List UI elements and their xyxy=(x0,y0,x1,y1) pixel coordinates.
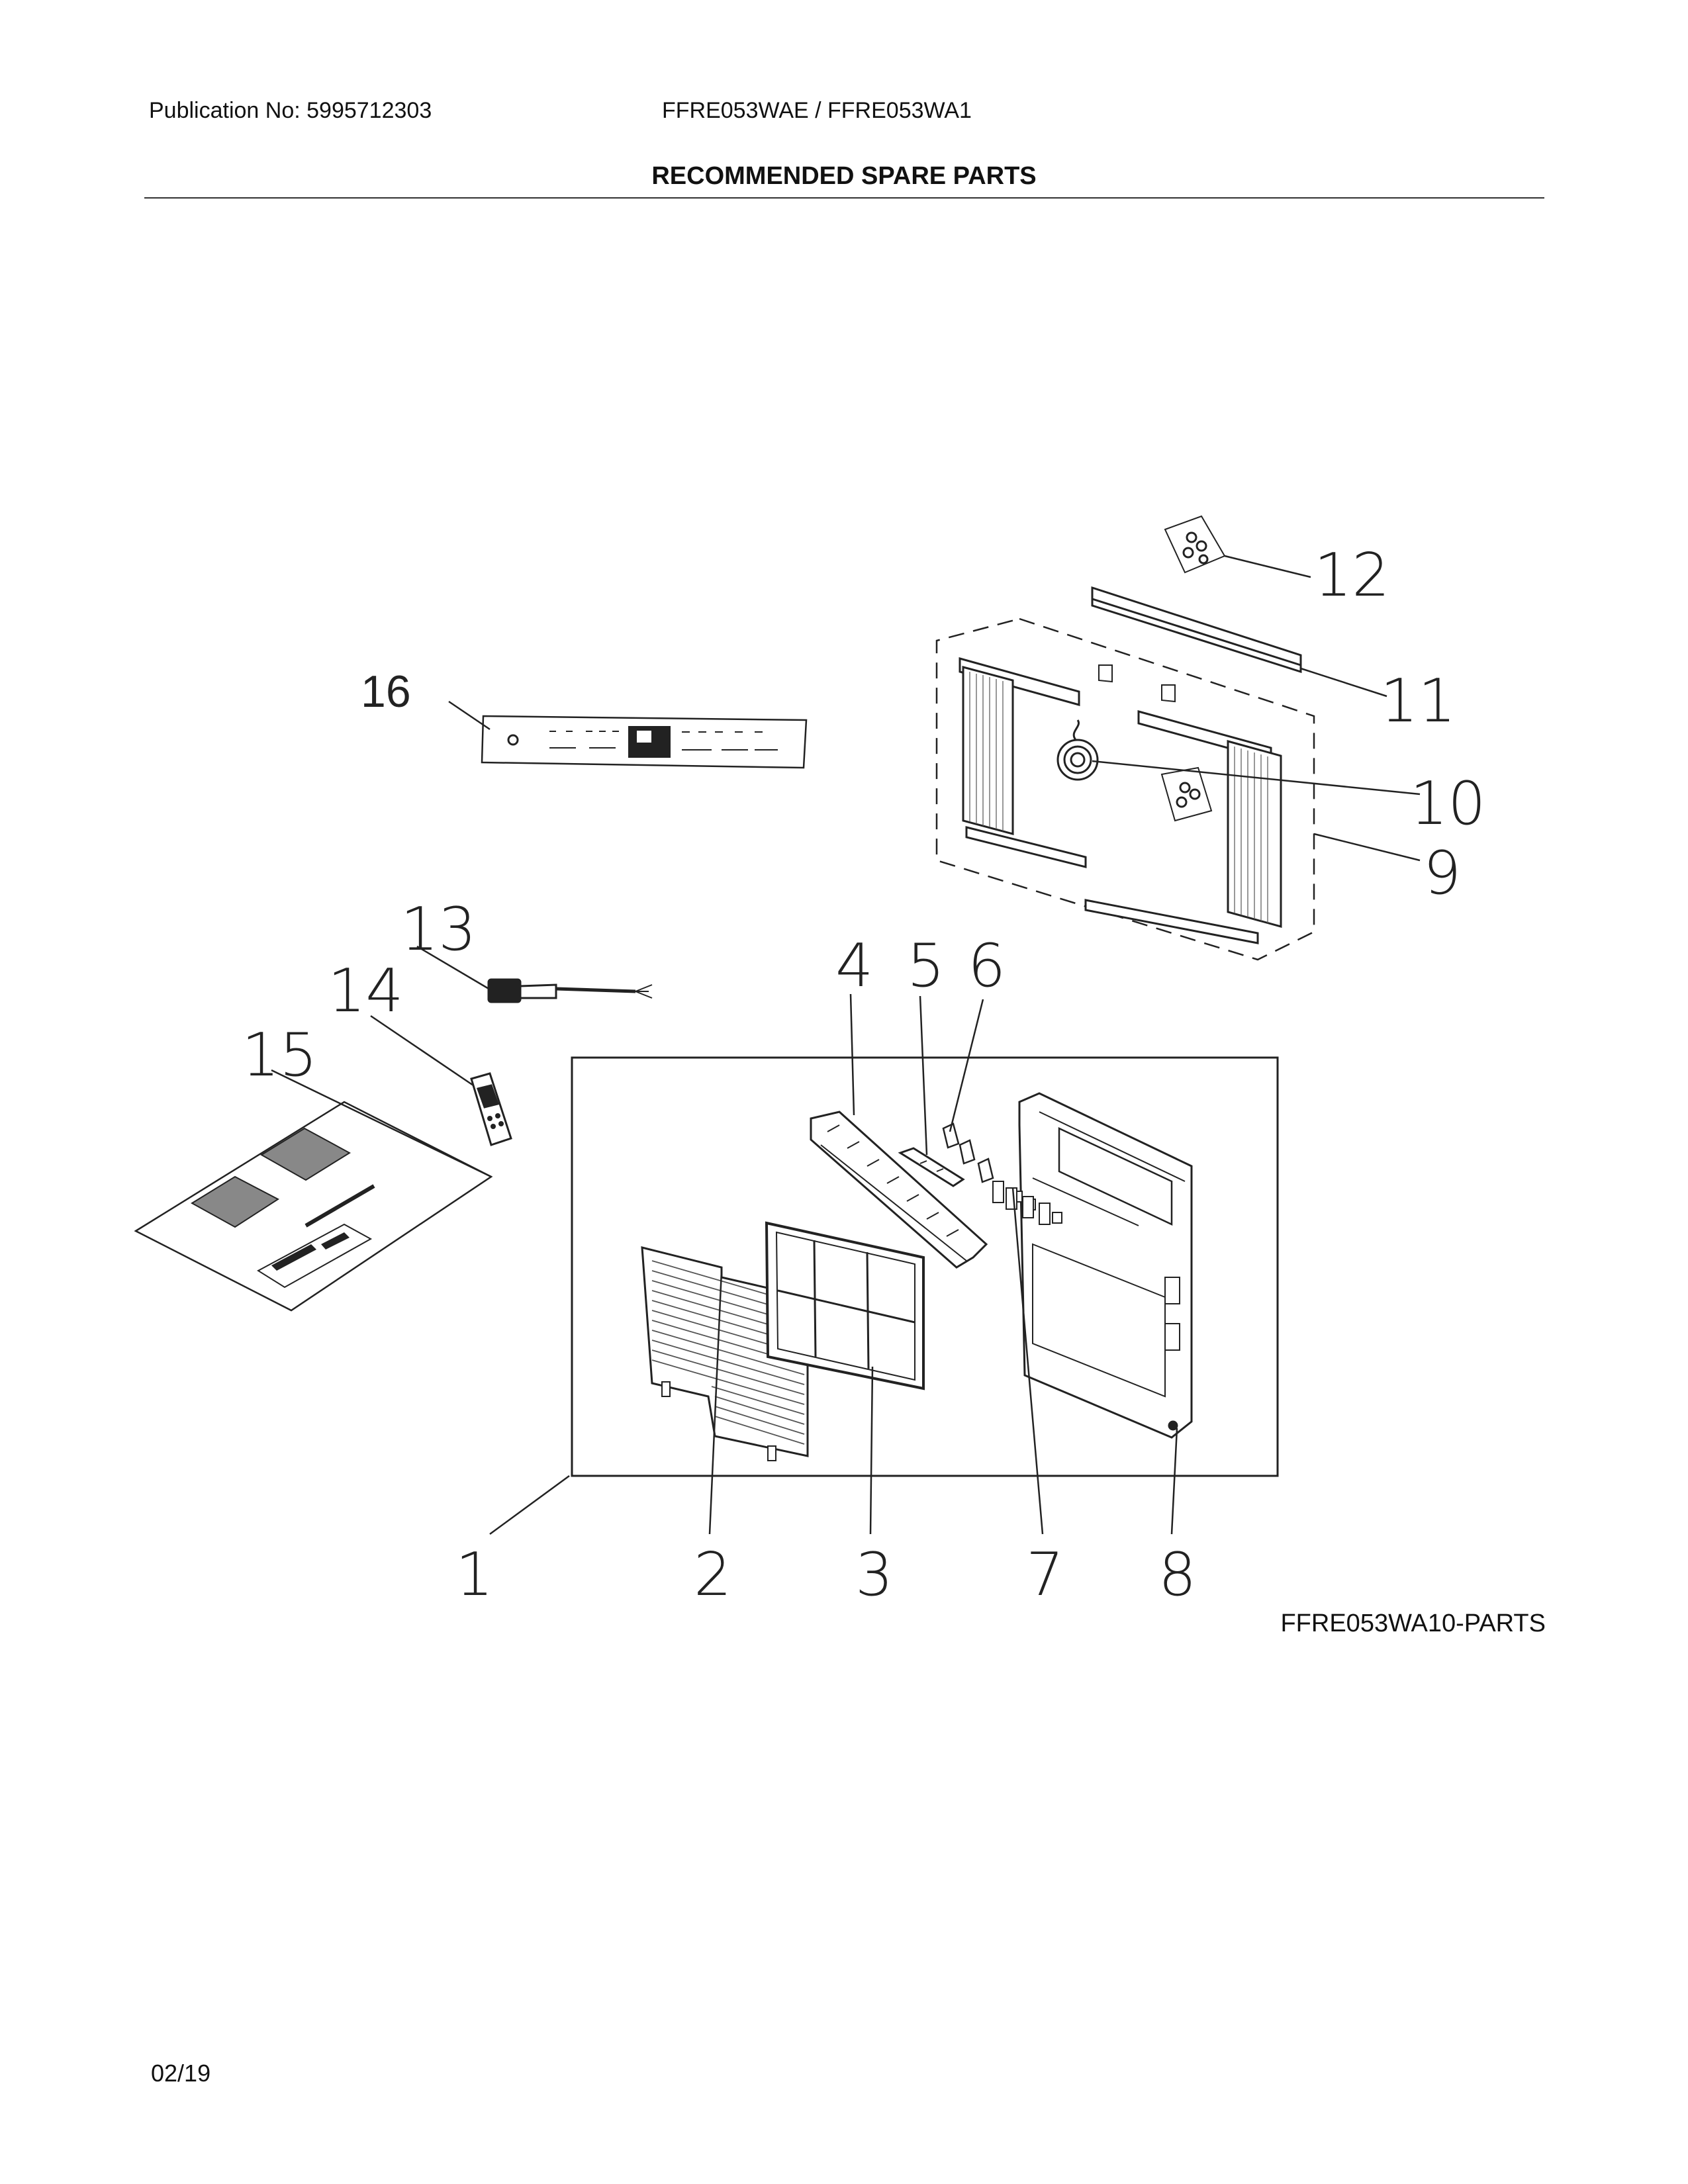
callout-12: 12 xyxy=(1314,541,1390,610)
hardware-bag-part xyxy=(1164,515,1226,574)
callout-1: 1 xyxy=(455,1540,493,1610)
callout-9: 9 xyxy=(1423,839,1461,908)
callout-8: 8 xyxy=(1158,1540,1196,1610)
callout-14: 14 xyxy=(328,956,404,1026)
callout-5: 5 xyxy=(907,931,945,1001)
window-frame-part xyxy=(935,617,1315,961)
model-numbers: FFRE053WAE / FFRE053WA1 xyxy=(662,98,972,123)
callout-2: 2 xyxy=(694,1540,731,1610)
power-cord-part xyxy=(487,978,653,1003)
remote-control-part xyxy=(470,1072,512,1146)
callout-7: 7 xyxy=(1026,1540,1064,1610)
callout-11: 11 xyxy=(1380,666,1456,736)
callout-13: 13 xyxy=(400,895,477,964)
page-title: RECOMMENDED SPARE PARTS xyxy=(651,162,1037,190)
front-panel-part xyxy=(992,1092,1193,1439)
publication-number: Publication No: 5995712303 xyxy=(149,98,432,123)
header-rule xyxy=(144,197,1544,199)
callout-16: 16 xyxy=(361,666,411,717)
bracket-part xyxy=(898,1147,965,1187)
foam-seal-part xyxy=(1056,719,1099,781)
callout-10: 10 xyxy=(1410,769,1486,839)
diagram-code: FFRE053WA10-PARTS xyxy=(1280,1610,1546,1637)
callout-6: 6 xyxy=(968,931,1006,1001)
revision-date: 02/19 xyxy=(151,2060,211,2087)
control-panel-part xyxy=(481,715,808,769)
air-filter-part xyxy=(765,1221,925,1390)
callout-3: 3 xyxy=(855,1540,893,1610)
louver-assembly-part xyxy=(810,1111,988,1269)
documentation-kit-part xyxy=(134,1101,493,1312)
callout-4: 4 xyxy=(835,931,873,1001)
top-rail-part xyxy=(1091,586,1302,674)
clips-part xyxy=(942,1122,994,1183)
callout-15: 15 xyxy=(242,1021,318,1090)
front-assembly-box xyxy=(571,1056,1279,1477)
